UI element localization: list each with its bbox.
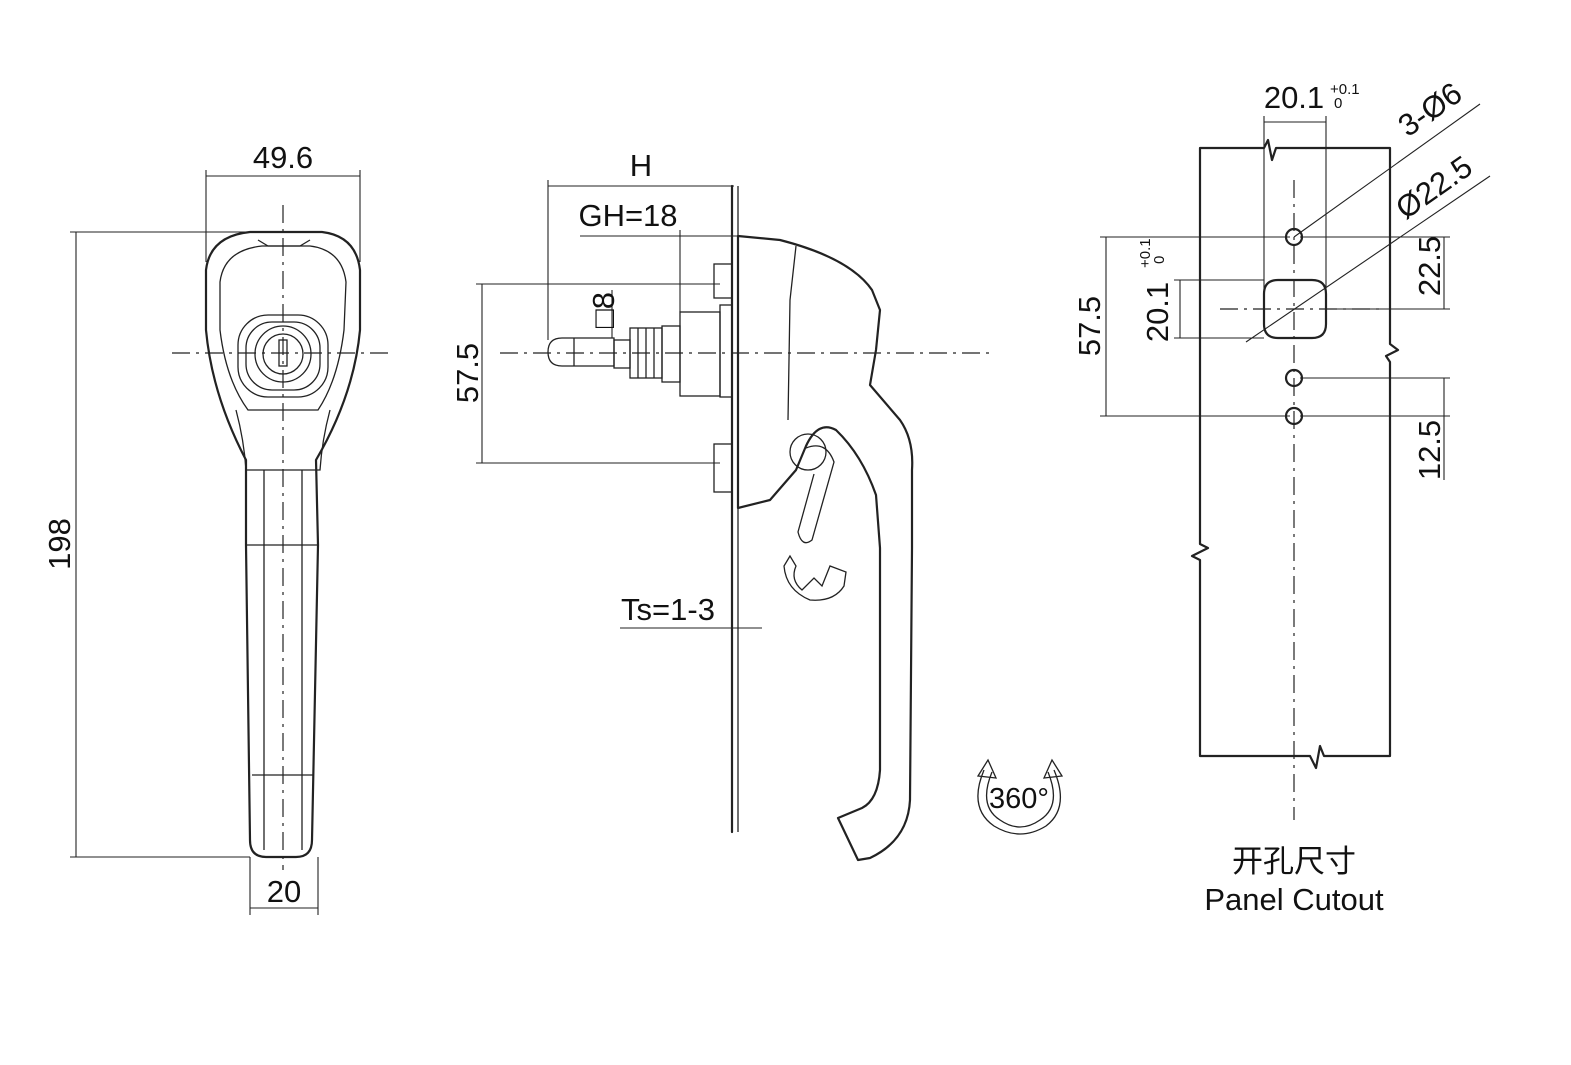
label-bore-height-tol-upper: +0.1 [1137, 238, 1154, 268]
front-view: 49.6 198 20 [42, 140, 392, 915]
boss-top [713, 263, 733, 299]
gasket [719, 304, 733, 398]
label-bore-height: 20.1 [1140, 282, 1175, 342]
label-h: H [630, 148, 652, 183]
handle-side-edge [787, 245, 797, 421]
label-spacing-57-5: 57.5 [450, 343, 485, 403]
trigger-pivot [789, 433, 827, 471]
trigger [797, 445, 835, 544]
label-offset: 22.5 [1412, 236, 1447, 296]
handle-side-outline [736, 234, 914, 862]
leader-holes [1293, 103, 1481, 238]
boss-bottom [713, 443, 733, 493]
caption-cn: 开孔尺寸 [1232, 844, 1356, 880]
leader-bore [1245, 175, 1491, 343]
rotation-arc-outer [977, 769, 1061, 835]
rotation-arrow-left [976, 758, 998, 779]
label-grip-20: 20 [267, 874, 301, 909]
label-pitch: 12.5 [1412, 420, 1447, 480]
label-height-198: 198 [42, 518, 77, 570]
handle-head-outline [204, 230, 362, 859]
side-view: H GH=18 □8 57.5 Ts=1-3 360° [450, 148, 1064, 862]
rotation-arrow-right [1042, 758, 1064, 779]
label-cutout-height: 57.5 [1072, 296, 1107, 356]
label-bore-height-tol-lower: 0 [1151, 256, 1168, 264]
caption-en: Panel Cutout [1204, 882, 1384, 917]
cutout-panel-outline [1190, 138, 1400, 770]
handle-top-notch [257, 239, 311, 247]
label-square-8: □8 [586, 292, 621, 328]
square-shaft [547, 337, 615, 367]
label-holes: 3-Ø6 [1392, 75, 1469, 143]
label-cutout-width-tol-upper: +0.1 [1330, 81, 1360, 98]
label-gh-18: GH=18 [578, 198, 677, 233]
label-width-49-6: 49.6 [253, 140, 313, 175]
square-bore [1262, 278, 1328, 340]
shaft-collar [613, 339, 631, 369]
label-360: 360° [989, 783, 1049, 815]
label-cutout-width: 20.1 [1264, 80, 1324, 115]
panel-cutout-view: 20.1 +0.1 0 3-Ø6 Ø22.5 57.5 20.1 +0.1 0 … [1072, 75, 1491, 917]
release-arrow [783, 554, 847, 601]
washer-plate [679, 311, 721, 397]
label-ts: Ts=1-3 [621, 592, 715, 627]
rotation-arc-inner [985, 771, 1055, 828]
nut [661, 325, 681, 383]
label-cutout-width-tol-lower: 0 [1334, 95, 1342, 112]
